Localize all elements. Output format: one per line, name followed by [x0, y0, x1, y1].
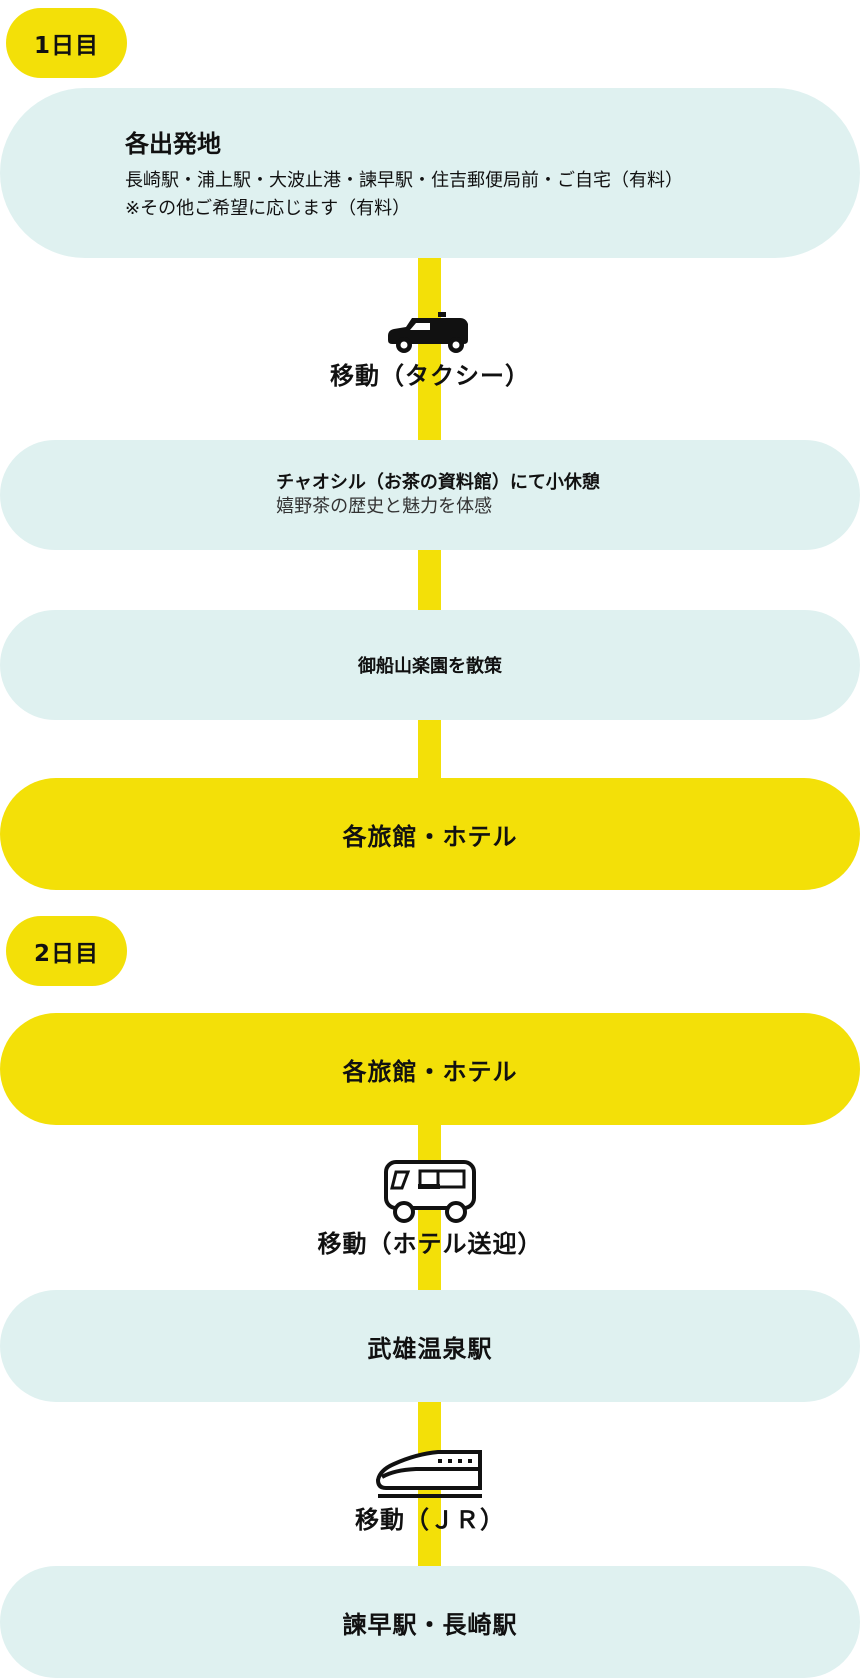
day1-badge: 1日目	[6, 8, 127, 78]
takeo-onsen-station-card: 武雄温泉駅	[0, 1290, 860, 1402]
start-locations: 長崎駅・浦上駅・大波止港・諫早駅・住吉郵便局前・ご自宅（有料）	[125, 169, 683, 191]
timeline-connector	[418, 550, 441, 610]
start-title: 各出発地	[125, 129, 221, 158]
day1-hotel-title: 各旅館・ホテル	[342, 822, 518, 851]
start-note: ※その他ご希望に応じます（有料）	[125, 197, 411, 219]
day2-badge: 2日目	[6, 916, 127, 986]
takeo-onsen-station-title: 武雄温泉駅	[367, 1334, 493, 1363]
stop-mifuneyama-card: 御船山楽園を散策	[0, 610, 860, 720]
move-train-label: 移動（ＪＲ）	[355, 1506, 505, 1534]
day2-hotel-title: 各旅館・ホテル	[342, 1057, 518, 1086]
stop-chaoshiru-desc: 嬉野茶の歴史と魅力を体感	[276, 496, 493, 517]
day1-hotel-card: 各旅館・ホテル	[0, 778, 860, 890]
move-bus: 移動（ホテル送迎）	[0, 1158, 860, 1259]
move-taxi: 移動（タクシー）	[0, 310, 860, 391]
stop-mifuneyama-title: 御船山楽園を散策	[358, 656, 502, 677]
stop-chaoshiru-title: チャオシル（お茶の資料館）にて小休憩	[276, 472, 600, 493]
move-bus-label: 移動（ホテル送迎）	[317, 1230, 543, 1258]
taxi-icon	[388, 312, 468, 353]
day2-label: 2日目	[33, 941, 99, 967]
move-taxi-label: 移動（タクシー）	[330, 362, 530, 390]
move-train: 移動（ＪＲ）	[0, 1450, 860, 1535]
timeline-connector	[418, 718, 441, 778]
day2-hotel-card: 各旅館・ホテル	[0, 1013, 860, 1125]
timeline-connector	[418, 255, 441, 440]
start-location-card: 各出発地 長崎駅・浦上駅・大波止港・諫早駅・住吉郵便局前・ご自宅（有料） ※その…	[0, 88, 860, 258]
isahaya-nagasaki-station-card: 諫早駅・長崎駅	[0, 1566, 860, 1678]
isahaya-nagasaki-station-title: 諫早駅・長崎駅	[342, 1610, 518, 1639]
bus-icon	[384, 1160, 476, 1223]
train-icon	[376, 1450, 482, 1498]
day1-label: 1日目	[33, 33, 99, 59]
stop-chaoshiru-card: チャオシル（お茶の資料館）にて小休憩 嬉野茶の歴史と魅力を体感	[0, 440, 860, 550]
